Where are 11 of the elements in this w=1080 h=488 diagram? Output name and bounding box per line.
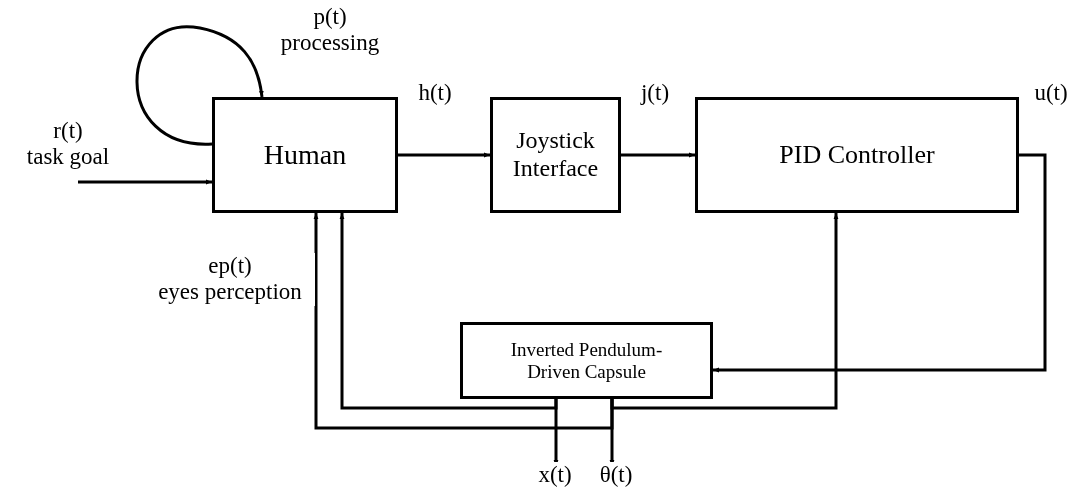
process-box: Inverted Pendulum- Driven Capsule — [460, 322, 713, 399]
arrow — [78, 179, 212, 185]
arrow — [313, 213, 614, 430]
arrow — [398, 152, 490, 158]
arrow — [135, 25, 264, 146]
process-box: Joystick Interface — [490, 97, 621, 213]
arrow — [621, 152, 695, 158]
arrow — [339, 213, 558, 410]
process-box: Human — [212, 97, 398, 213]
process-box: PID Controller — [695, 97, 1019, 213]
arrow — [713, 153, 1047, 373]
